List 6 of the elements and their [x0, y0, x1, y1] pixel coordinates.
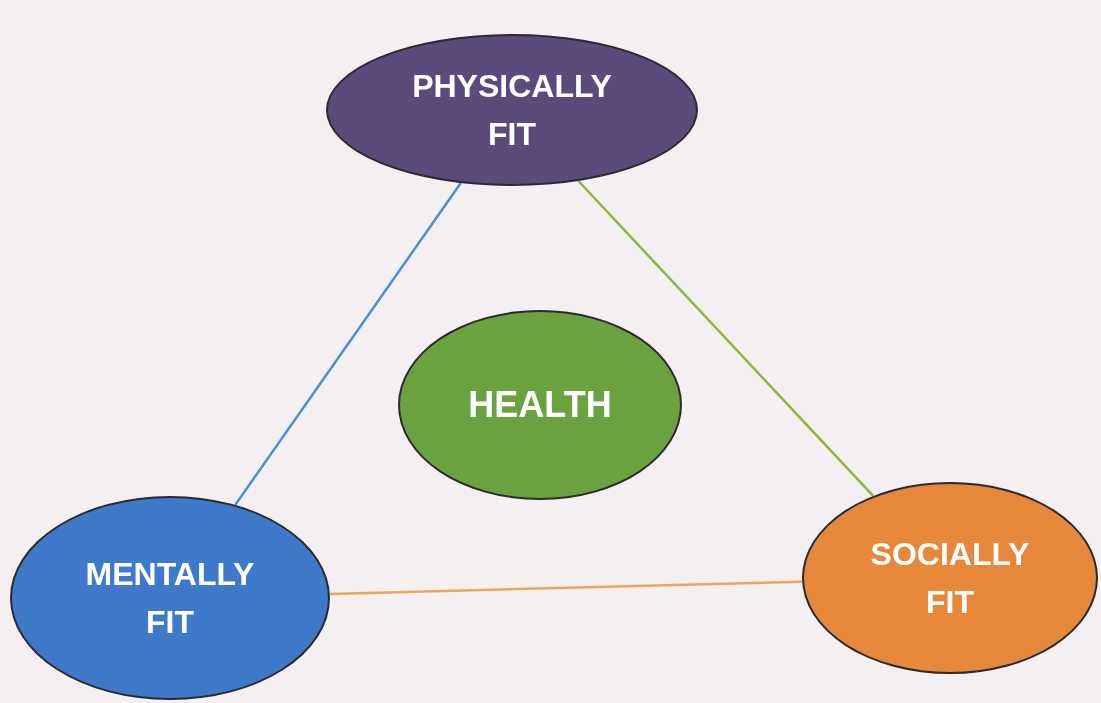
connector-line	[329, 580, 803, 596]
connector-line	[577, 180, 875, 497]
node-label: MENTALLY FIT	[84, 555, 256, 642]
node-label: PHYSICALLY FIT	[411, 67, 613, 154]
node-label: HEALTH	[467, 383, 613, 427]
node-label: SOCIALLY FIT	[869, 535, 1031, 622]
